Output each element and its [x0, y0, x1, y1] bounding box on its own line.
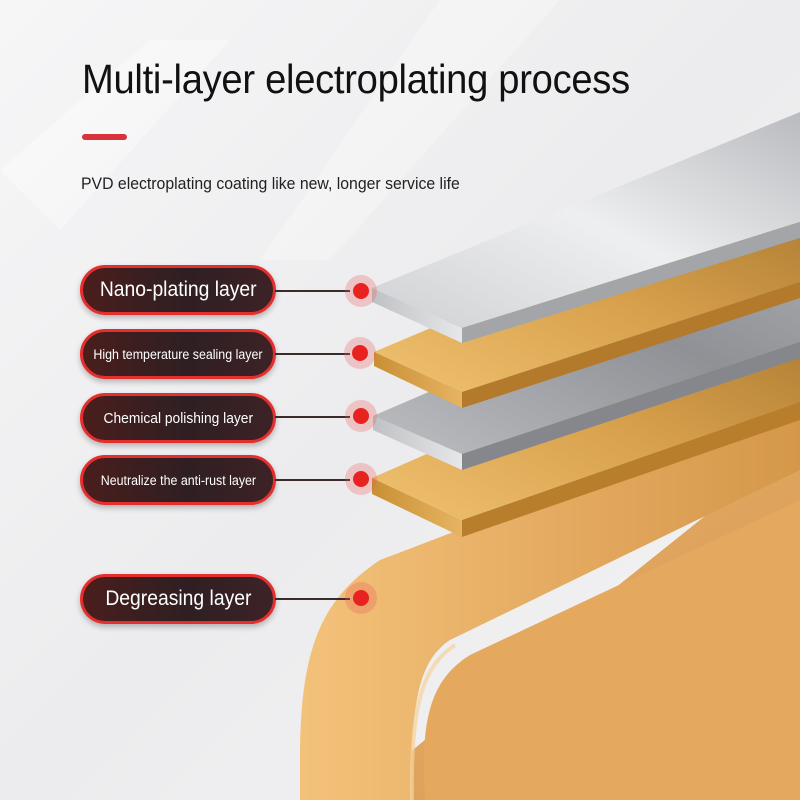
layer-label-chemical-polishing: Chemical polishing layer: [80, 393, 276, 443]
page-subtitle: PVD electroplating coating like new, lon…: [81, 174, 460, 193]
title-accent-bar: [82, 134, 127, 140]
layer-label-text: Degreasing layer: [104, 587, 252, 610]
layer-label-text: High temperature sealing layer: [93, 346, 263, 362]
marker-dot-icon: [344, 337, 376, 369]
connector-line: [275, 479, 350, 481]
marker-dot-icon: [345, 582, 377, 614]
layer-label-degreasing: Degreasing layer: [80, 574, 276, 624]
layer-label-high-temperature-sealing: High temperature sealing layer: [80, 329, 276, 379]
layer-label-nano-plating: Nano-plating layer: [80, 265, 276, 315]
marker-dot-icon: [345, 463, 377, 495]
connector-line: [275, 598, 350, 600]
layer-label-neutralize-anti-rust: Neutralize the anti-rust layer: [80, 455, 276, 505]
page-title: Multi-layer electroplating process: [82, 56, 630, 102]
layer-label-text: Neutralize the anti-rust layer: [100, 472, 256, 488]
marker-dot-icon: [345, 400, 377, 432]
connector-line: [275, 416, 350, 418]
marker-dot-icon: [345, 275, 377, 307]
layer-label-text: Nano-plating layer: [99, 278, 257, 301]
connector-line: [275, 353, 350, 355]
layer-label-text: Chemical polishing layer: [103, 409, 253, 427]
connector-line: [275, 290, 350, 292]
